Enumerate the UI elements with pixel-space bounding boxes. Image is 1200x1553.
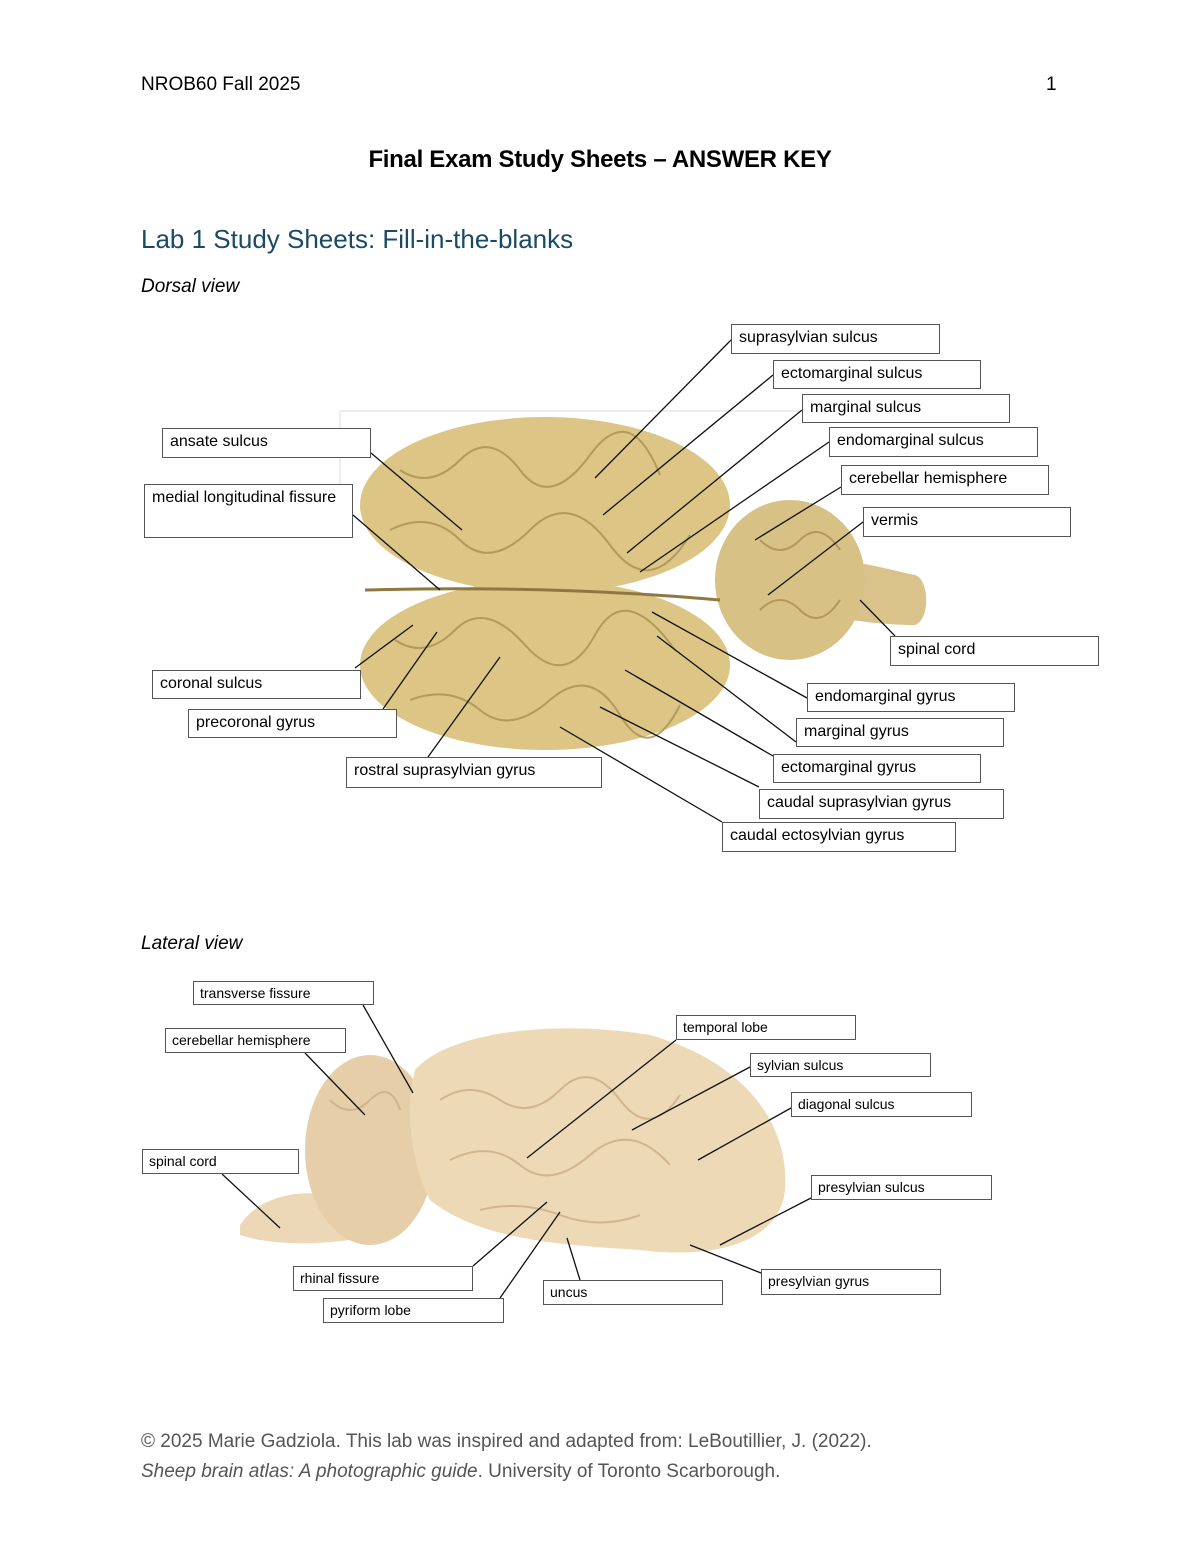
dorsal-label-box: ansate sulcus <box>162 428 371 458</box>
lateral-brain-image <box>240 1028 786 1253</box>
dorsal-label-box: suprasylvian sulcus <box>731 324 940 354</box>
dorsal-label-box: ectomarginal sulcus <box>773 360 981 389</box>
dorsal-leader-line <box>656 635 797 743</box>
dorsal-leader-line <box>559 726 723 823</box>
dorsal-view-caption: Dorsal view <box>141 276 240 297</box>
lateral-label-box: temporal lobe <box>676 1015 856 1040</box>
citation-title: Sheep brain atlas: A photographic guide <box>141 1461 478 1482</box>
lateral-view-caption: Lateral view <box>141 933 243 954</box>
dorsal-leader-line <box>599 706 760 788</box>
lateral-leader-line <box>697 1107 792 1161</box>
lateral-label-box: presylvian sulcus <box>811 1175 992 1200</box>
dorsal-leader-line <box>370 452 463 531</box>
lateral-leader-line <box>631 1066 751 1131</box>
dorsal-label-box: cerebellar hemisphere <box>841 465 1049 495</box>
lateral-leader-line <box>526 1039 677 1159</box>
dorsal-leader-line <box>382 631 438 710</box>
footer-credit: © 2025 Marie Gadziola. This lab was insp… <box>141 1427 872 1487</box>
dorsal-label-box: endomarginal sulcus <box>829 427 1038 457</box>
dorsal-leader-line <box>639 441 830 573</box>
dorsal-label-box: marginal sulcus <box>802 394 1010 423</box>
dorsal-label-box: medial longitudinal fissure <box>144 484 353 538</box>
lateral-leader-line <box>499 1211 561 1299</box>
lateral-label-box: presylvian gyrus <box>761 1269 941 1295</box>
dorsal-label-box: vermis <box>863 507 1071 537</box>
lateral-label-box: pyriform lobe <box>323 1298 504 1323</box>
dorsal-leader-line <box>427 656 501 758</box>
dorsal-leader-line <box>624 669 774 757</box>
dorsal-brain-image <box>339 410 930 750</box>
page-number: 1 <box>1046 74 1057 95</box>
dorsal-leader-line <box>754 486 842 541</box>
dorsal-label-box: caudal suprasylvian gyrus <box>759 789 1004 819</box>
dorsal-leader-line <box>354 624 414 669</box>
dorsal-label-box: endomarginal gyrus <box>807 683 1015 712</box>
dorsal-label-box: spinal cord <box>890 636 1099 666</box>
lateral-label-box: sylvian sulcus <box>750 1053 931 1077</box>
dorsal-label-box: caudal ectosylvian gyrus <box>722 822 956 852</box>
dorsal-leader-line <box>767 521 864 596</box>
lateral-label-box: diagonal sulcus <box>791 1092 972 1117</box>
lateral-label-box: uncus <box>543 1280 723 1305</box>
lateral-leader-line <box>472 1201 548 1267</box>
lateral-leader-line <box>719 1197 812 1246</box>
dorsal-leader-line <box>352 514 441 591</box>
lateral-leader-line <box>689 1244 762 1274</box>
course-header: NROB60 Fall 2025 <box>141 74 301 95</box>
dorsal-label-box: rostral suprasylvian gyrus <box>346 757 602 788</box>
dorsal-leader-line <box>594 339 732 479</box>
lateral-label-box: rhinal fissure <box>293 1266 473 1291</box>
dorsal-label-box: ectomarginal gyrus <box>773 754 981 783</box>
section-heading: Lab 1 Study Sheets: Fill-in-the-blanks <box>141 224 574 254</box>
footer-line-2: Sheep brain atlas: A photographic guide.… <box>141 1457 872 1487</box>
lateral-label-box: spinal cord <box>142 1149 299 1174</box>
lateral-label-box: transverse fissure <box>193 981 374 1005</box>
lateral-leader-line <box>304 1052 366 1116</box>
dorsal-leader-line <box>626 409 803 554</box>
citation-publisher: . University of Toronto Scarborough. <box>477 1461 781 1482</box>
lateral-leader-line <box>362 1004 414 1094</box>
dorsal-leader-line <box>602 374 774 516</box>
lateral-label-box: cerebellar hemisphere <box>165 1028 346 1053</box>
dorsal-leader-line <box>859 599 896 637</box>
dorsal-label-box: coronal sulcus <box>152 670 361 699</box>
page-title: Final Exam Study Sheets – ANSWER KEY <box>368 146 832 173</box>
lateral-leader-line <box>221 1173 281 1229</box>
footer-line-1: © 2025 Marie Gadziola. This lab was insp… <box>141 1431 872 1452</box>
dorsal-leader-line <box>651 611 808 699</box>
dorsal-label-box: precoronal gyrus <box>188 709 397 738</box>
dorsal-label-box: marginal gyrus <box>796 718 1004 747</box>
lateral-leader-line <box>566 1237 581 1281</box>
